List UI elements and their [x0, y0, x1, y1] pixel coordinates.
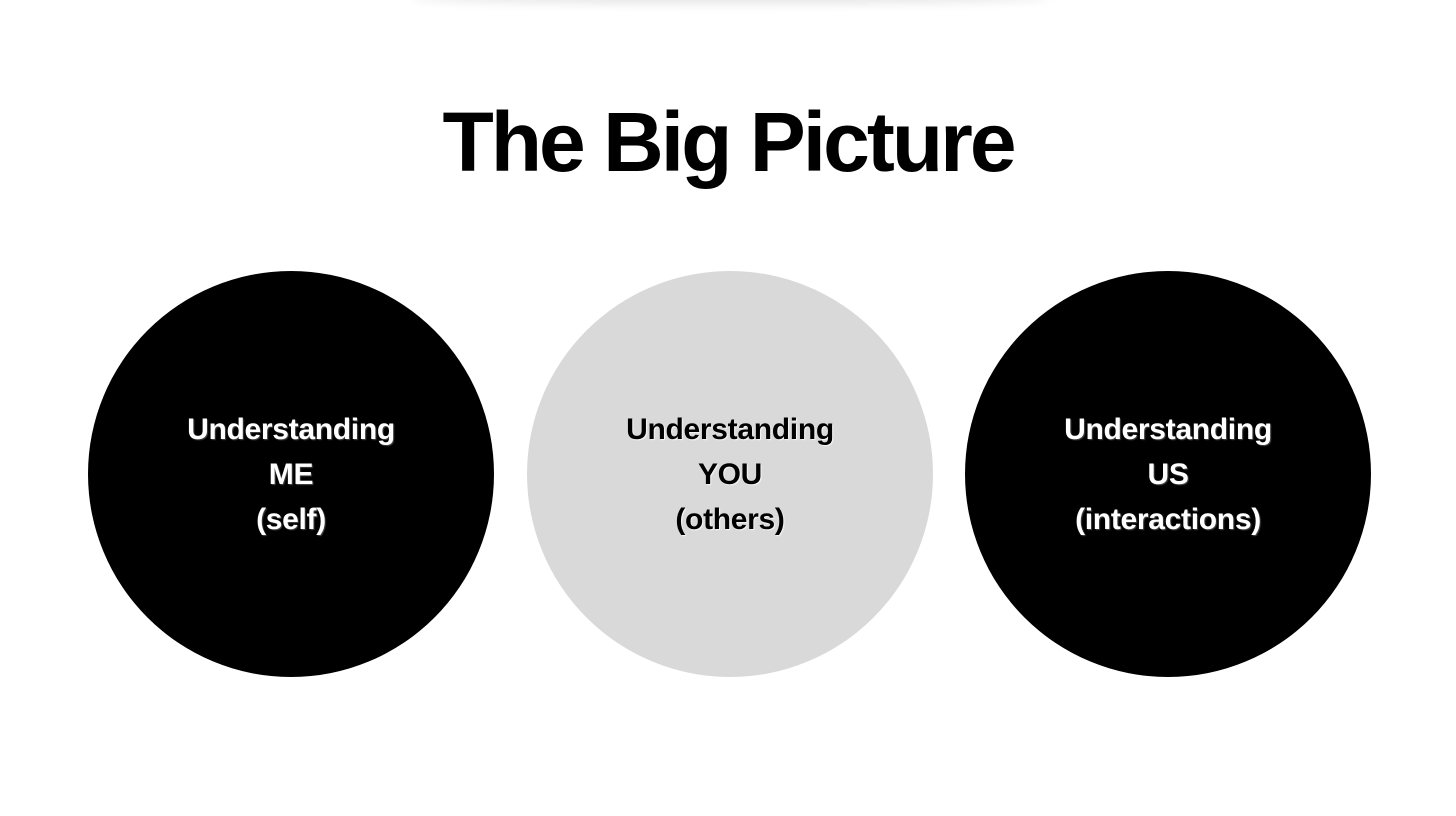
- page-title: The Big Picture: [442, 95, 1016, 189]
- circle-understanding-you: Understanding YOU (others): [527, 271, 933, 677]
- circle-label-line2: US: [1147, 457, 1189, 491]
- circle-understanding-me: Understanding ME (self): [88, 271, 494, 677]
- circle-label-line3: (interactions): [1075, 502, 1261, 536]
- circle-label-line2: ME: [268, 457, 314, 491]
- circle-label-line1: Understanding: [1064, 412, 1272, 446]
- circle-label-line1: Understanding: [187, 412, 395, 446]
- circle-label-line1: Understanding: [626, 412, 834, 446]
- circle-label-line3: (others): [675, 502, 785, 536]
- circle-label-line3: (self): [256, 502, 326, 536]
- circle-label-line2: YOU: [697, 457, 763, 491]
- circle-understanding-us: Understanding US (interactions): [965, 271, 1371, 677]
